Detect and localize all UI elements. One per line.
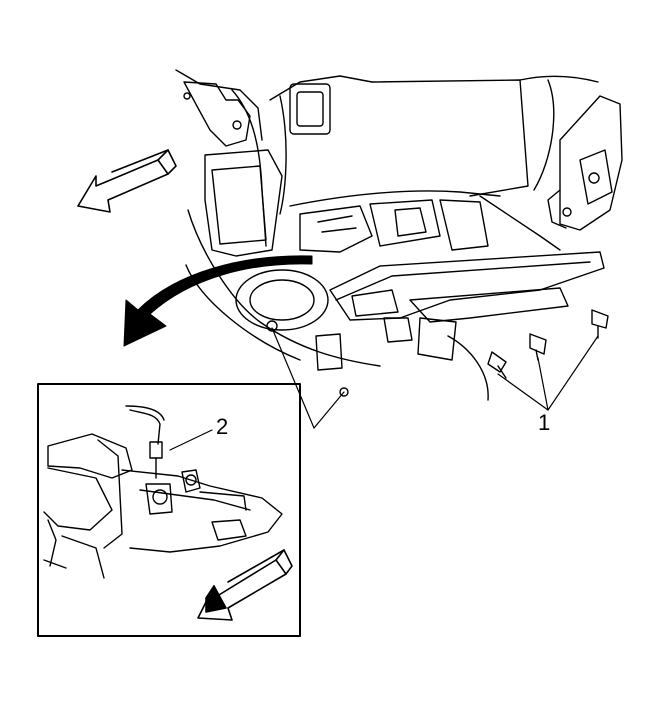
swing-arrow xyxy=(123,255,313,347)
fastener-leader-lines xyxy=(271,327,345,429)
electrical-connector xyxy=(149,441,163,459)
instrument-panel-assembly xyxy=(175,69,623,401)
callout-label-1: 1 xyxy=(538,410,551,435)
callout-2-leader-line xyxy=(169,429,213,451)
callout-1-leader-lines xyxy=(497,335,599,411)
inset-direction-arrow xyxy=(197,549,293,621)
screw xyxy=(529,333,547,361)
removal-direction-arrow xyxy=(77,149,177,213)
inset-detail xyxy=(43,405,283,579)
panel-screws xyxy=(487,309,609,379)
inset-frame xyxy=(37,383,301,637)
screw xyxy=(487,351,507,379)
screw xyxy=(591,309,609,339)
callout-label-2: 2 xyxy=(216,414,229,439)
